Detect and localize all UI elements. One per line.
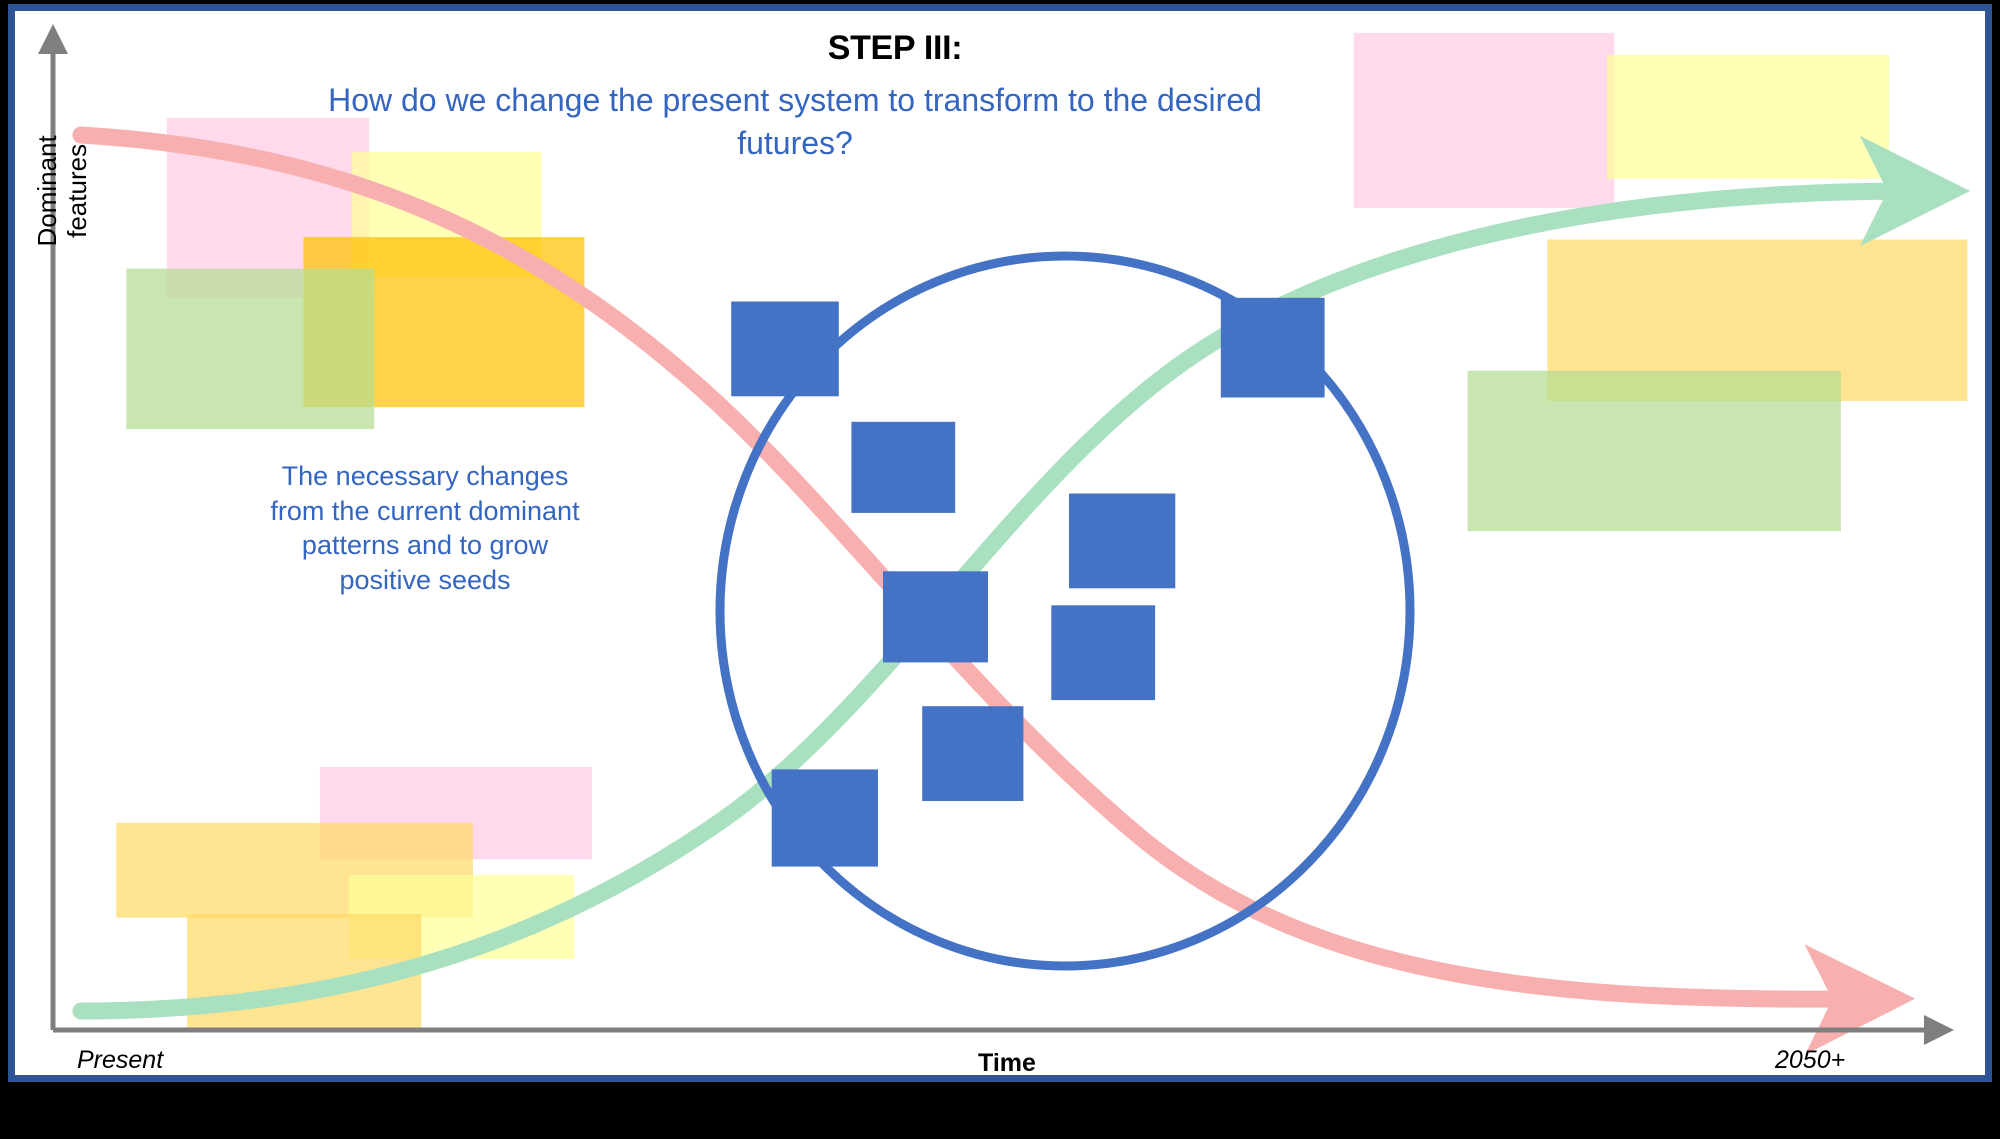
node-1[interactable] bbox=[731, 301, 839, 397]
x-axis-start-label: Present bbox=[77, 1046, 164, 1074]
intervention-nodes-layer bbox=[731, 297, 1325, 867]
transition-zone-ellipse bbox=[715, 251, 1415, 971]
slide-frame: STEP III: How do we change the present s… bbox=[8, 4, 1992, 1082]
node-4[interactable] bbox=[922, 706, 1024, 801]
x-axis-end-label: 2050+ bbox=[1775, 1046, 1846, 1074]
node-3[interactable] bbox=[883, 571, 988, 663]
feature-block-top-right-yellow bbox=[1606, 54, 1889, 179]
title-question: How do we change the present system to t… bbox=[328, 82, 1262, 162]
node-8[interactable] bbox=[1220, 297, 1325, 398]
feature-blocks-layer bbox=[116, 32, 1968, 1029]
page-title: STEP III: bbox=[827, 29, 963, 67]
node-6[interactable] bbox=[1051, 605, 1156, 701]
annotation-note: The necessary changes from the current d… bbox=[270, 461, 580, 595]
axes-layer bbox=[38, 24, 1954, 1045]
x-axis-label: Time bbox=[978, 1049, 1036, 1077]
node-2[interactable] bbox=[851, 421, 956, 513]
feature-block-top-right-pink bbox=[1353, 32, 1615, 208]
diagram-canvas: STEP III: How do we change the present s… bbox=[15, 11, 1999, 1089]
node-5[interactable] bbox=[771, 769, 878, 867]
node-7[interactable] bbox=[1069, 493, 1176, 589]
feature-block-top-left-green bbox=[126, 268, 375, 430]
feature-block-mid-right-green bbox=[1467, 370, 1841, 532]
y-axis-label: Dominant features bbox=[32, 135, 92, 247]
